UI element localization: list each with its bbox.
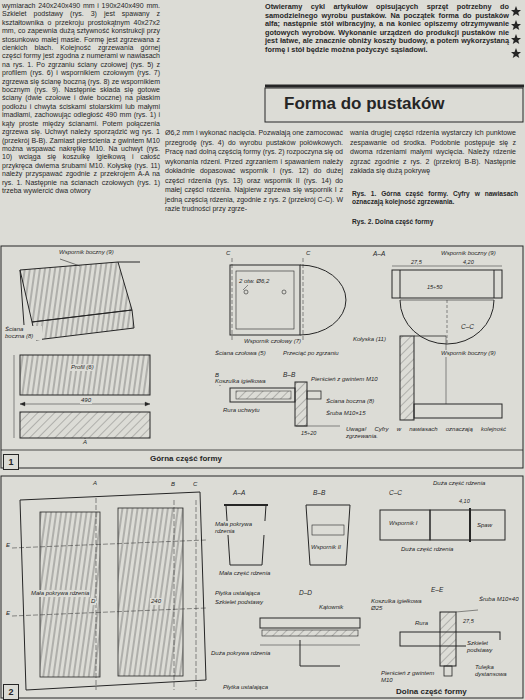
part-label: E–E	[430, 586, 444, 593]
part-label: A–A	[232, 489, 246, 496]
part-label: 4,10	[458, 498, 471, 504]
part-label: D–D	[298, 589, 313, 596]
part-label: Kątownik	[318, 604, 344, 611]
part-label: Wspornik czołowy (7)	[243, 338, 302, 345]
part-label: Ściana czołowa (5)	[214, 350, 267, 357]
part-label: Przeciąć po zgrzaniu	[282, 350, 340, 357]
part-label: Szkielet podstawy	[214, 599, 264, 606]
part-label: Ściana boczna (8)	[4, 326, 42, 340]
part-label: 4,20	[462, 259, 475, 265]
part-label: C–C	[388, 489, 403, 496]
part-label: 490	[80, 397, 92, 404]
part-label: Ściana boczna (8)	[325, 398, 375, 405]
text-paragraph: Uwaga! Cyfry w nawiasach oznaczają kolej…	[345, 426, 507, 440]
part-label: Pierścień z gwintem M10	[380, 670, 442, 684]
part-label: Wspornik boczny (9)	[440, 350, 498, 357]
figure-number: 2	[8, 687, 13, 697]
part-label: Wspornik boczny (9)	[440, 250, 497, 257]
part-label: Kołyska (11)	[352, 336, 387, 343]
part-label: B–B	[282, 371, 296, 378]
part-label: Tulejka dystansowa	[474, 664, 522, 678]
part-label: Duża część rdzenia	[400, 546, 454, 553]
part-label: Profil (6)	[70, 364, 95, 371]
part-label: 15÷20	[300, 430, 317, 436]
text-paragraph: Otwieramy cykl artykułów opisujących spr…	[265, 3, 509, 55]
part-label: Koszulka igiełkowa	[214, 378, 267, 385]
part-label: Rura uchwytu	[222, 407, 261, 414]
part-label: Rys. 2. Dolna część formy	[352, 218, 433, 226]
part-label: Rura	[414, 620, 429, 627]
text-paragraph: Ø6,2 mm i wykonać nacięcia. Pozwalają on…	[165, 128, 343, 214]
part-label: Płytka ustalająca	[214, 590, 261, 597]
part-label: 240	[150, 598, 162, 605]
part-label: Duża część rdzenia	[432, 480, 486, 487]
part-label: Pierścień z gwintem M10	[310, 376, 379, 383]
part-label: Płytka ustalająca	[222, 684, 269, 691]
part-label: B–B	[312, 489, 326, 496]
figure-number: 1	[8, 457, 13, 467]
part-label: Mała pokrywa rdzenia	[30, 590, 90, 597]
text-paragraph: wymiarach 240x240x490 mm i 190x240x490 m…	[2, 2, 160, 195]
part-label: B	[170, 481, 176, 488]
part-label: A	[92, 480, 98, 487]
part-label: Dolna część formy	[396, 687, 467, 696]
part-label: A	[82, 439, 88, 446]
figure-number-box: 2	[3, 684, 19, 700]
part-label: C	[192, 481, 198, 488]
part-label: 2 otw. Ø6,2	[238, 278, 270, 285]
part-label: D	[90, 598, 96, 605]
part-label: Koszulka igiełkowa Ø25	[370, 598, 434, 612]
part-label: C	[225, 250, 231, 257]
part-label: 15÷50	[426, 284, 443, 290]
part-label: Śruba M10×40	[478, 596, 522, 603]
part-label: C	[305, 250, 311, 257]
text-paragraph: wania drugiej części rdzenia wystarczy i…	[350, 128, 516, 176]
part-label: Wspornik I	[388, 520, 418, 527]
page-title: Forma do pustaków	[284, 94, 445, 114]
figure-number-box: 1	[3, 454, 19, 470]
part-label: Spaw	[476, 522, 493, 529]
part-label: C–C	[460, 323, 475, 330]
text-paragraph: Rys. 1. Górna część formy. Cyfry w nawia…	[352, 190, 518, 207]
part-label: Mała pokrywa rdzenia	[214, 521, 266, 535]
part-label: Szkielet podstawy	[466, 640, 508, 654]
part-label: Wspornik II	[310, 544, 342, 551]
part-label: 27,5	[410, 259, 423, 265]
part-label: 27,5	[462, 618, 475, 624]
part-label: Duża pokrywa rdzenia	[210, 650, 272, 657]
part-label: Wspornik boczny (9)	[58, 249, 115, 256]
part-label: Mała część rdzenia	[218, 570, 271, 577]
part-label: E	[5, 610, 11, 617]
part-label: Górna część formy	[150, 454, 222, 463]
part-label: E	[5, 542, 11, 549]
part-label: A–A	[372, 250, 386, 257]
part-label: Śruba M10×15	[325, 410, 367, 417]
